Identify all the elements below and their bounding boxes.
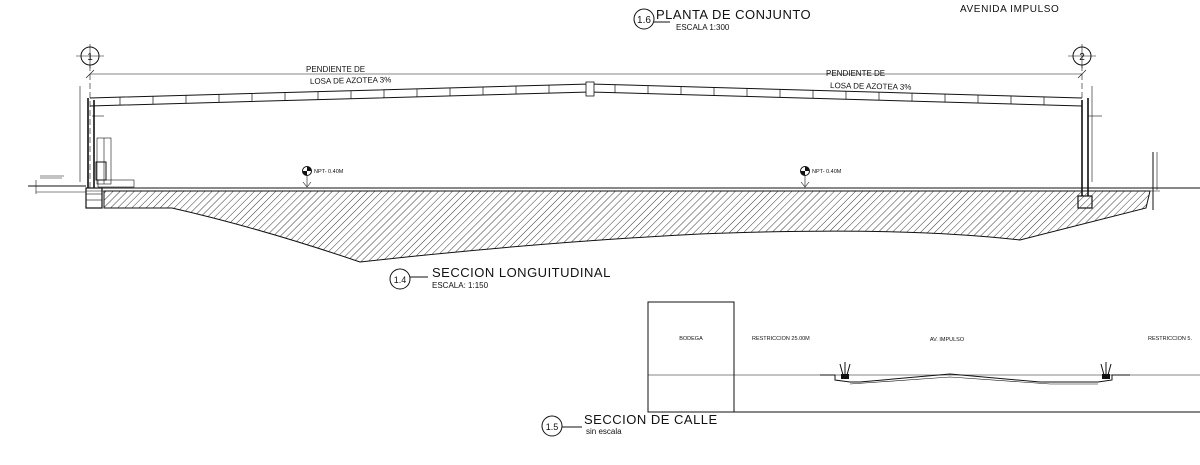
left-exterior-level (28, 175, 86, 194)
street-title-bubble (541, 415, 563, 437)
section-title-block: 1.4 SECCION LONGUITUDINAL ESCALA: 1:150 (389, 265, 611, 290)
restriction-left-label: RESTRICCION 25.00M (752, 336, 810, 342)
restriction-right-label: RESTRICCION 5. (1148, 336, 1192, 342)
axis-1-marker: 1 (76, 44, 104, 205)
plan-title-bubble (633, 8, 655, 30)
svg-text:2: 2 (1079, 52, 1085, 63)
roof-slab (89, 81, 1083, 107)
section-title-text: SECCION LONGUITUDINAL (432, 265, 611, 280)
level-marker-right: NPT- 0.40M (800, 166, 842, 188)
level-marker-left: NPT- 0.40M (302, 166, 344, 188)
slope-right-line2: LOSA DE AZOTEA 3% (830, 81, 912, 92)
plan-title-number: 1.6 (637, 15, 651, 26)
roof-ribs (119, 84, 1045, 106)
bodega-box (647, 301, 735, 413)
street-title-number: 1.5 (546, 422, 559, 432)
svg-text:1: 1 (87, 52, 93, 63)
slope-right-line1: PENDIENTE DE (826, 69, 885, 78)
street-title-block: 1.5 SECCION DE CALLE sin escala (541, 412, 718, 437)
avenue-label: AV. IMPULSO (930, 337, 965, 343)
street-section: BODEGA RESTRICCION 25.00M AV. IMPULSO RE… (541, 301, 1200, 437)
avenue-heading: AVENIDA IMPULSO (960, 4, 1059, 15)
level-label-left: NPT- 0.40M (314, 169, 344, 175)
overall-dimension (85, 69, 1087, 79)
section-title-number: 1.4 (394, 275, 407, 285)
plan-title-scale: ESCALA 1:300 (676, 23, 730, 32)
plan-title-text: PLANTA DE CONJUNTO (656, 7, 811, 22)
street-title-scale: sin escala (586, 427, 622, 436)
level-label-right: NPT- 0.40M (812, 169, 842, 175)
slope-left-line1: PENDIENTE DE (306, 65, 365, 74)
section-title-bubble (389, 268, 411, 290)
longitudinal-section: 1 2 (28, 44, 1200, 290)
road-profile (820, 373, 1130, 383)
earth-fill (103, 190, 1151, 263)
section-title-scale: ESCALA: 1:150 (432, 281, 489, 290)
plant-right-icon (1100, 362, 1112, 379)
axis-2-marker: 2 (1068, 44, 1096, 205)
bodega-label: BODEGA (679, 336, 703, 342)
street-title-text: SECCION DE CALLE (584, 412, 718, 427)
plant-left-icon (839, 362, 851, 379)
plan-title-block: 1.6 PLANTA DE CONJUNTO ESCALA 1:300 (633, 7, 811, 32)
slope-left-line2: LOSA DE AZOTEA 3% (310, 75, 392, 86)
